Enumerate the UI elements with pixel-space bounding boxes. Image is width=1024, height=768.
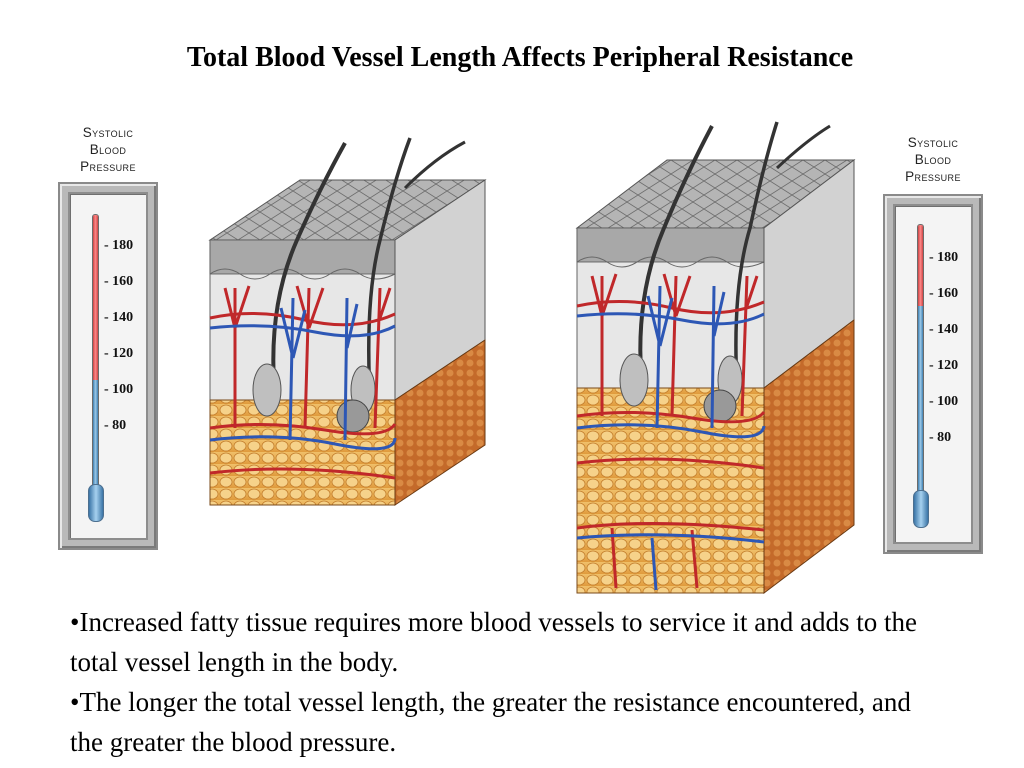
tick-label: - 120 [104, 346, 134, 361]
veins [209, 297, 397, 451]
tick-label: - 160 [929, 286, 959, 301]
tick-label: - 160 [104, 274, 134, 289]
tick-label: - 120 [929, 358, 959, 373]
gauge-caption-line: Pressure [80, 159, 136, 174]
hair-shaft [271, 142, 347, 397]
sweat-gland [703, 389, 737, 423]
gauge-face: - 180 - 160 - 140 - 120 - 100 - 80 [68, 192, 148, 540]
tick-label: - 180 [929, 250, 959, 265]
tick-label: - 80 [104, 418, 127, 433]
gauge-frame: - 180 - 160 - 140 - 120 - 100 - 80 [883, 194, 983, 554]
sweat-gland [336, 399, 370, 433]
tick-label: - 80 [929, 430, 952, 445]
thermometer-mercury-empty [918, 225, 923, 306]
hair-follicle [619, 353, 649, 407]
tick-label: - 140 [929, 322, 959, 337]
hair-shaft [403, 140, 466, 190]
gauge-caption-line: Pressure [905, 169, 961, 184]
epidermis-layer [209, 239, 396, 275]
hair-shaft [775, 124, 831, 170]
skin-cross-section-normal [208, 137, 487, 506]
fat-layer [576, 387, 765, 594]
thermometer-fill [918, 305, 923, 507]
hair-shaft [638, 125, 714, 387]
thermometer-mercury-empty [93, 215, 98, 380]
gauge-frame: - 180 - 160 - 140 - 120 - 100 - 80 [58, 182, 158, 550]
tick-label: - 140 [104, 310, 134, 325]
slide-title: Total Blood Vessel Length Affects Periph… [186, 42, 854, 73]
tick-label: - 180 [104, 238, 134, 253]
thermometer-tube [92, 214, 99, 504]
arteries [576, 273, 766, 589]
tick-label: - 100 [929, 394, 959, 409]
right-systolic-gauge: Systolic Blood Pressure - 180 - 160 - 14… [883, 134, 983, 554]
bullet-item: •The longer the total vessel length, the… [70, 687, 911, 757]
gauge-caption-line: Blood [914, 152, 952, 167]
gauge-caption-line: Systolic [82, 125, 134, 140]
thermometer-fill [93, 379, 98, 503]
gauge-caption: Systolic Blood Pressure [58, 124, 158, 175]
hair-shaft [367, 137, 412, 397]
gauge-caption-line: Systolic [907, 135, 959, 150]
veins [576, 285, 766, 591]
gauge-caption-line: Blood [89, 142, 127, 157]
side-face-fat [394, 339, 486, 506]
epidermis-layer [576, 227, 765, 263]
bullet-list: •Increased fatty tissue requires more bl… [70, 602, 930, 762]
gauge-face: - 180 - 160 - 140 - 120 - 100 - 80 [893, 204, 973, 544]
hair-follicle [252, 363, 282, 417]
hair-shaft [734, 121, 779, 387]
thermometer-bulb [88, 484, 104, 522]
left-systolic-gauge: Systolic Blood Pressure - 180 - 160 - 14… [58, 124, 158, 550]
thermometer-bulb [913, 490, 929, 528]
gauge-caption: Systolic Blood Pressure [883, 134, 983, 185]
side-face-fat [763, 318, 855, 595]
tick-label: - 100 [104, 382, 134, 397]
bullet-item: •Increased fatty tissue requires more bl… [70, 607, 917, 677]
arteries [209, 285, 397, 480]
skin-cross-section-increased-fat [575, 121, 856, 595]
thermometer-tube [917, 224, 924, 508]
